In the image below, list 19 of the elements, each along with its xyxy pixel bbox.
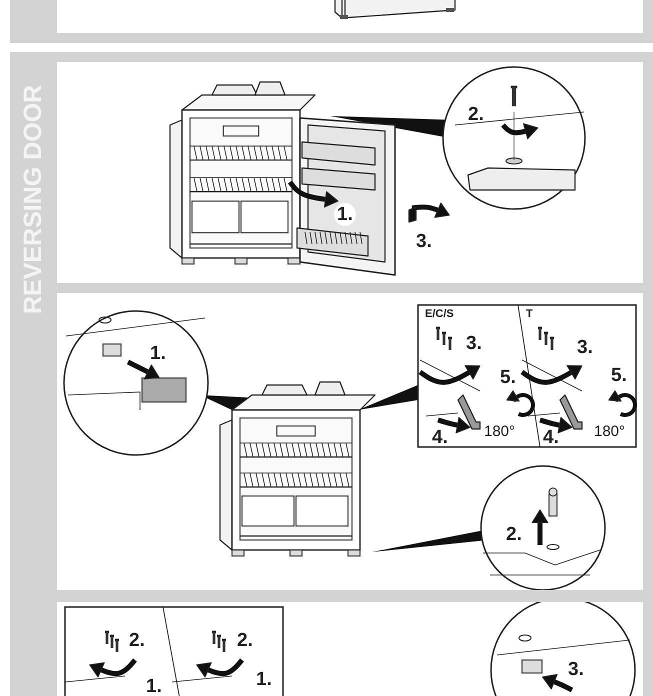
- step-number: 3.: [466, 334, 482, 353]
- rotation-label: 180°: [484, 424, 516, 439]
- model-label: E/C/S: [425, 309, 454, 320]
- step-number: 3.: [577, 338, 593, 357]
- step-number: 5.: [611, 366, 627, 385]
- step-number: 3.: [416, 232, 432, 251]
- step-number: 5.: [500, 368, 516, 387]
- rotation-label: 180°: [594, 424, 626, 439]
- step-number: 1.: [150, 344, 166, 363]
- step-number: 4.: [432, 428, 448, 447]
- step-number: 4.: [543, 428, 559, 447]
- step-number: 1.: [146, 677, 162, 696]
- step-number: 2.: [237, 631, 253, 650]
- step-number: 2.: [468, 105, 484, 124]
- model-label: T: [526, 309, 533, 320]
- step-number: 3.: [568, 660, 584, 679]
- step-number: 2.: [129, 631, 145, 650]
- step-number: 1.: [256, 670, 272, 689]
- step-number: 2.: [506, 525, 522, 544]
